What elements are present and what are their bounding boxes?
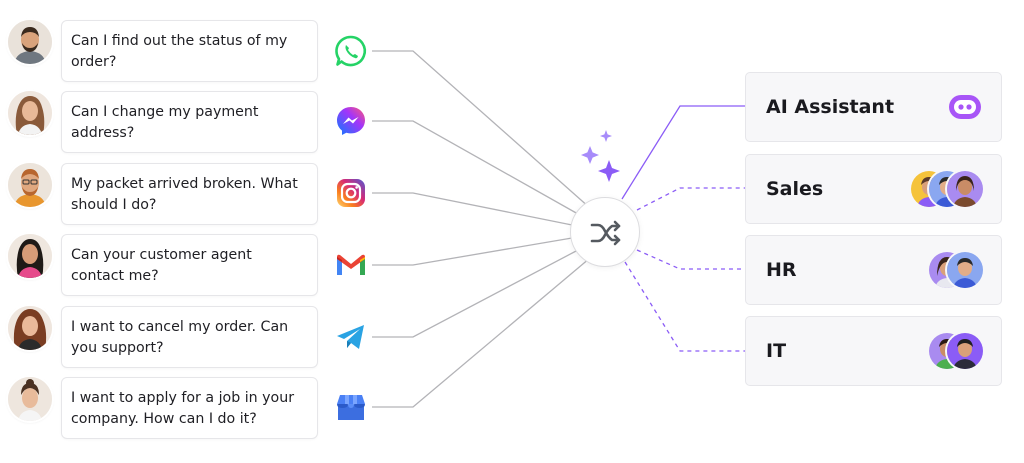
- team-label: IT: [766, 340, 787, 362]
- message-bubble: I want to apply for a job in your compan…: [61, 377, 318, 439]
- team-card-sales[interactable]: Sales: [745, 154, 1002, 224]
- connector-messenger: [372, 120, 579, 215]
- gmail-icon: [334, 248, 368, 282]
- connector-gmail: [372, 237, 573, 266]
- message-bubble: Can your customer agent contact me?: [61, 234, 318, 296]
- instagram-icon: [334, 176, 368, 210]
- message-bubble: I want to cancel my order. Can you suppo…: [61, 306, 318, 368]
- team-label: Sales: [766, 178, 824, 200]
- message-row: I want to apply for a job in your compan…: [8, 377, 328, 439]
- customer-avatar: [8, 163, 52, 207]
- team-label: HR: [766, 259, 797, 281]
- connector-sales: [636, 187, 745, 211]
- agents-group-icon: [929, 252, 983, 288]
- customer-avatar: [8, 377, 52, 421]
- team-label: AI Assistant: [766, 96, 895, 118]
- connector-telegram: [372, 249, 579, 338]
- message-row: My packet arrived broken. What should I …: [8, 163, 328, 225]
- message-bubble: Can I find out the status of my order?: [61, 20, 318, 82]
- whatsapp-icon: [334, 34, 368, 68]
- customer-avatar: [8, 306, 52, 350]
- team-card-hr[interactable]: HR: [745, 235, 1002, 305]
- connector-gbusiness: [372, 257, 591, 408]
- agents-group-icon: [929, 333, 983, 369]
- customer-avatar: [8, 91, 52, 135]
- bot-icon: [947, 89, 983, 125]
- message-bubble: My packet arrived broken. What should I …: [61, 163, 318, 225]
- message-row: Can I change my payment address?: [8, 91, 328, 153]
- telegram-icon: [334, 320, 368, 354]
- shuffle-icon: [590, 220, 621, 246]
- connector-whatsapp: [372, 50, 591, 209]
- connector-it: [624, 261, 745, 352]
- message-row: Can I find out the status of my order?: [8, 20, 328, 82]
- agents-group-icon: [911, 171, 983, 207]
- message-bubble: Can I change my payment address?: [61, 91, 318, 153]
- message-row: I want to cancel my order. Can you suppo…: [8, 306, 328, 368]
- customer-avatar: [8, 20, 52, 64]
- message-row: Can your customer agent contact me?: [8, 234, 328, 296]
- connector-hr: [636, 249, 745, 270]
- customer-avatar: [8, 234, 52, 278]
- sparkle-icon: [581, 130, 620, 182]
- routing-hub: [570, 197, 640, 267]
- team-card-it[interactable]: IT: [745, 316, 1002, 386]
- connector-instagram: [372, 192, 573, 226]
- connector-ai-assistant: [621, 105, 745, 200]
- team-card-ai-assistant[interactable]: AI Assistant: [745, 72, 1002, 142]
- google-business-icon: [334, 390, 368, 424]
- messenger-icon: [334, 104, 368, 138]
